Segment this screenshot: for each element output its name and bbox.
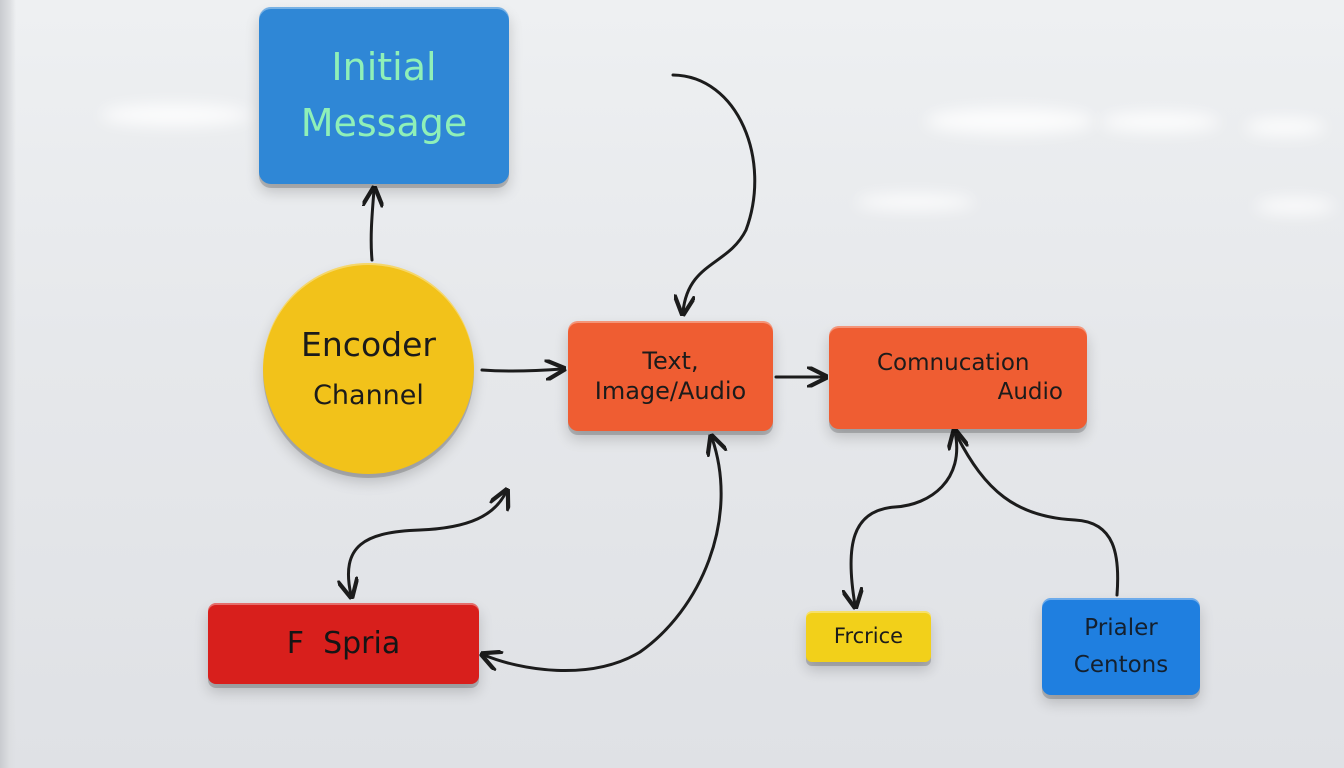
f-spria-label: F Spria [286, 625, 401, 661]
light-reflection [1255, 198, 1335, 214]
light-reflection [855, 194, 975, 210]
encoder-channel-circle[interactable]: Encoder Channel [263, 263, 474, 474]
prialer-label: Prialer [1084, 614, 1158, 641]
text-label: Text, [642, 347, 699, 375]
light-reflection [100, 104, 250, 126]
prialer-centons-box[interactable]: Prialer Centons [1042, 598, 1200, 695]
arrow-encoder-to-text [480, 369, 562, 371]
encoder-label: Encoder [301, 325, 436, 364]
arrow-double-encoder-fspria [348, 492, 506, 595]
frcrice-box[interactable]: Frcrice [806, 611, 931, 662]
light-reflection [1245, 118, 1325, 136]
line-communication-to-prialer [955, 434, 1120, 597]
arrow-curve-into-text [671, 73, 757, 312]
communication-audio-box[interactable]: Comnucation Audio [829, 326, 1087, 429]
image-audio-label: Image/Audio [594, 377, 747, 405]
channel-label: Channel [313, 380, 424, 412]
light-reflection [925, 108, 1095, 134]
arrow-encoder-to-initial [371, 190, 374, 262]
initial-message-line1: Initial [331, 45, 437, 90]
audio-label: Audio [997, 378, 1063, 405]
communication-label: Comnucation [877, 349, 1030, 376]
frcrice-label: Frcrice [833, 624, 904, 649]
arrow-text-to-fspria [484, 438, 721, 673]
f-spria-box[interactable]: F Spria [208, 603, 479, 684]
text-image-audio-box[interactable]: Text, Image/Audio [568, 321, 773, 431]
light-reflection [1100, 112, 1220, 132]
arrow-communication-to-frcrice [851, 432, 957, 605]
whiteboard-frame-edge [0, 0, 16, 768]
initial-message-box[interactable]: Initial Message [259, 7, 509, 184]
initial-message-line2: Message [300, 100, 468, 145]
centons-label: Centons [1073, 651, 1169, 678]
